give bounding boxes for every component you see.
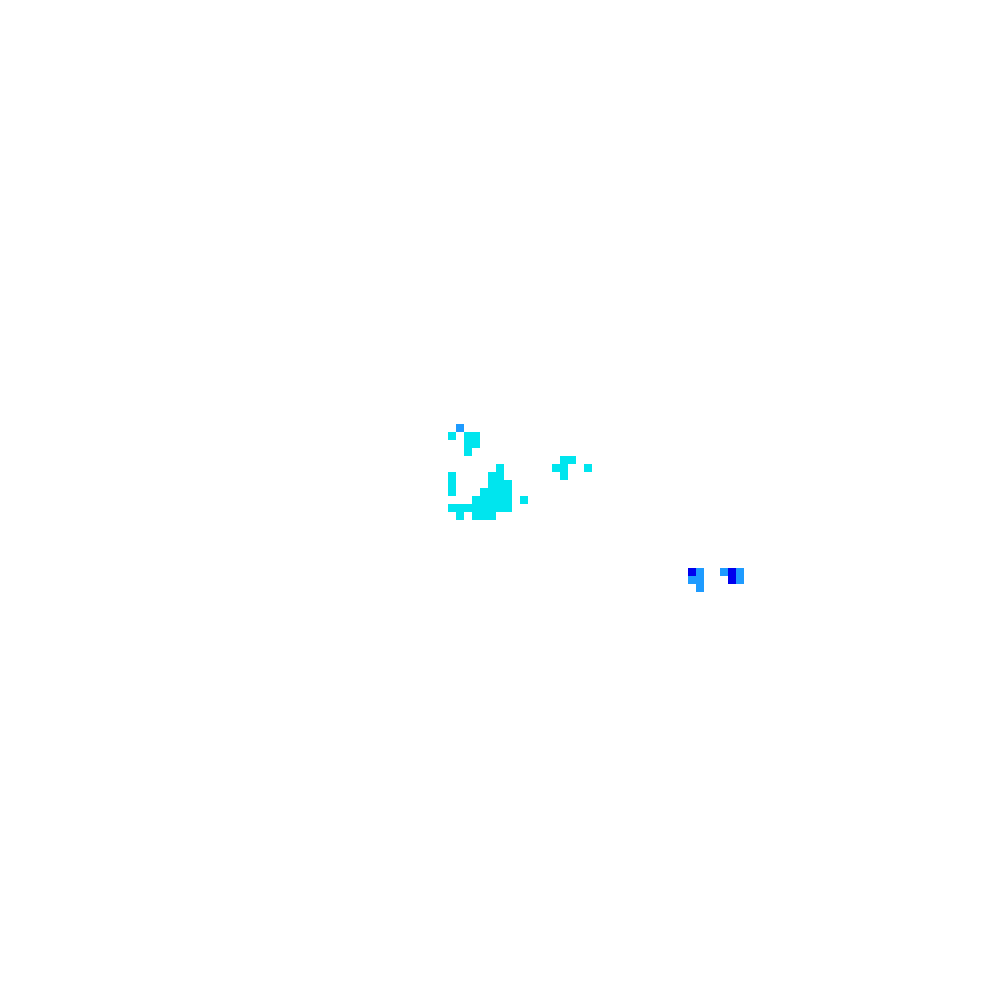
pixel-cell [472, 496, 480, 504]
pixel-cell [728, 568, 736, 576]
cyan-cluster-left [448, 424, 528, 520]
pixel-cell [688, 576, 696, 584]
pixel-cell [464, 504, 472, 512]
pixel-cell [496, 504, 504, 512]
pixel-cell [448, 432, 456, 440]
cyan-cluster-right [552, 456, 592, 480]
pixel-cell [448, 480, 456, 488]
pixel-cell [480, 488, 488, 496]
pixel-cell [472, 512, 480, 520]
pixel-cell [560, 464, 568, 472]
pixel-cell [504, 496, 512, 504]
pixel-cell [472, 440, 480, 448]
pixel-cell [496, 472, 504, 480]
pixel-cell [448, 504, 456, 512]
pixel-cell [488, 504, 496, 512]
pixel-cell [696, 568, 704, 576]
pixel-cell [688, 568, 696, 576]
pixel-cell [456, 424, 464, 432]
pixel-cell [552, 464, 560, 472]
pixel-cell [696, 584, 704, 592]
pixel-cell [736, 568, 744, 576]
pixel-cell [560, 472, 568, 480]
pixel-cell [488, 472, 496, 480]
pixel-cell [472, 432, 480, 440]
pixel-cell [736, 576, 744, 584]
pixel-cell [504, 480, 512, 488]
pixel-cell [472, 504, 480, 512]
pixel-cell [496, 480, 504, 488]
pixel-cell [480, 512, 488, 520]
pixel-cell [720, 568, 728, 576]
pixel-cell [496, 488, 504, 496]
pixel-cell [488, 488, 496, 496]
pixel-cell [584, 464, 592, 472]
pixel-cell [696, 576, 704, 584]
pixel-cell [496, 464, 504, 472]
pixel-cell [504, 488, 512, 496]
pixel-cell [448, 488, 456, 496]
pixel-cell [456, 512, 464, 520]
pixel-cell [480, 496, 488, 504]
pixel-cell [464, 440, 472, 448]
pixel-cell [480, 504, 488, 512]
pixel-cell [496, 496, 504, 504]
pixel-cell [456, 504, 464, 512]
pixel-cell [488, 480, 496, 488]
pixel-cell [520, 496, 528, 504]
pixel-cell [568, 456, 576, 464]
pixel-cell [448, 472, 456, 480]
blue-cluster [688, 568, 744, 592]
pixel-cell [464, 448, 472, 456]
pixel-cell [728, 576, 736, 584]
pixel-cell [488, 512, 496, 520]
pixel-cell [560, 456, 568, 464]
pixel-cell [464, 432, 472, 440]
pixel-cell [488, 496, 496, 504]
pixel-cell [504, 504, 512, 512]
